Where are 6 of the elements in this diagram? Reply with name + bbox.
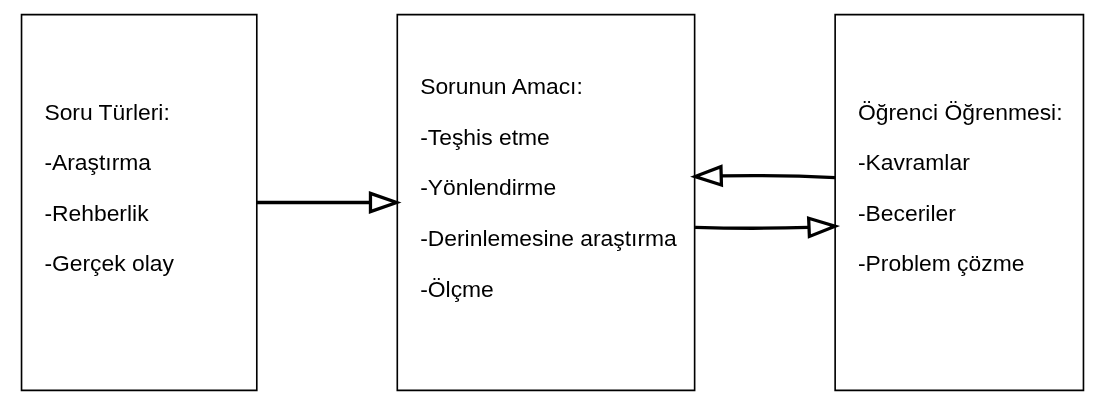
arrow bbox=[695, 215, 841, 239]
node-box: Öğrenci Öğrenmesi: -Kavramlar -Beceriler -Problem çözme bbox=[834, 13, 1085, 392]
node-box: Soru Türleri: -Araştırma -Rehberlik -Gerçek olay bbox=[20, 13, 258, 392]
arrow bbox=[690, 164, 836, 188]
node-box: Sorunun Amacı: -Teşhis etme -Yönlendirme -Derinlemesine araştırma -Ölçme bbox=[396, 13, 696, 392]
arrow bbox=[256, 191, 402, 214]
